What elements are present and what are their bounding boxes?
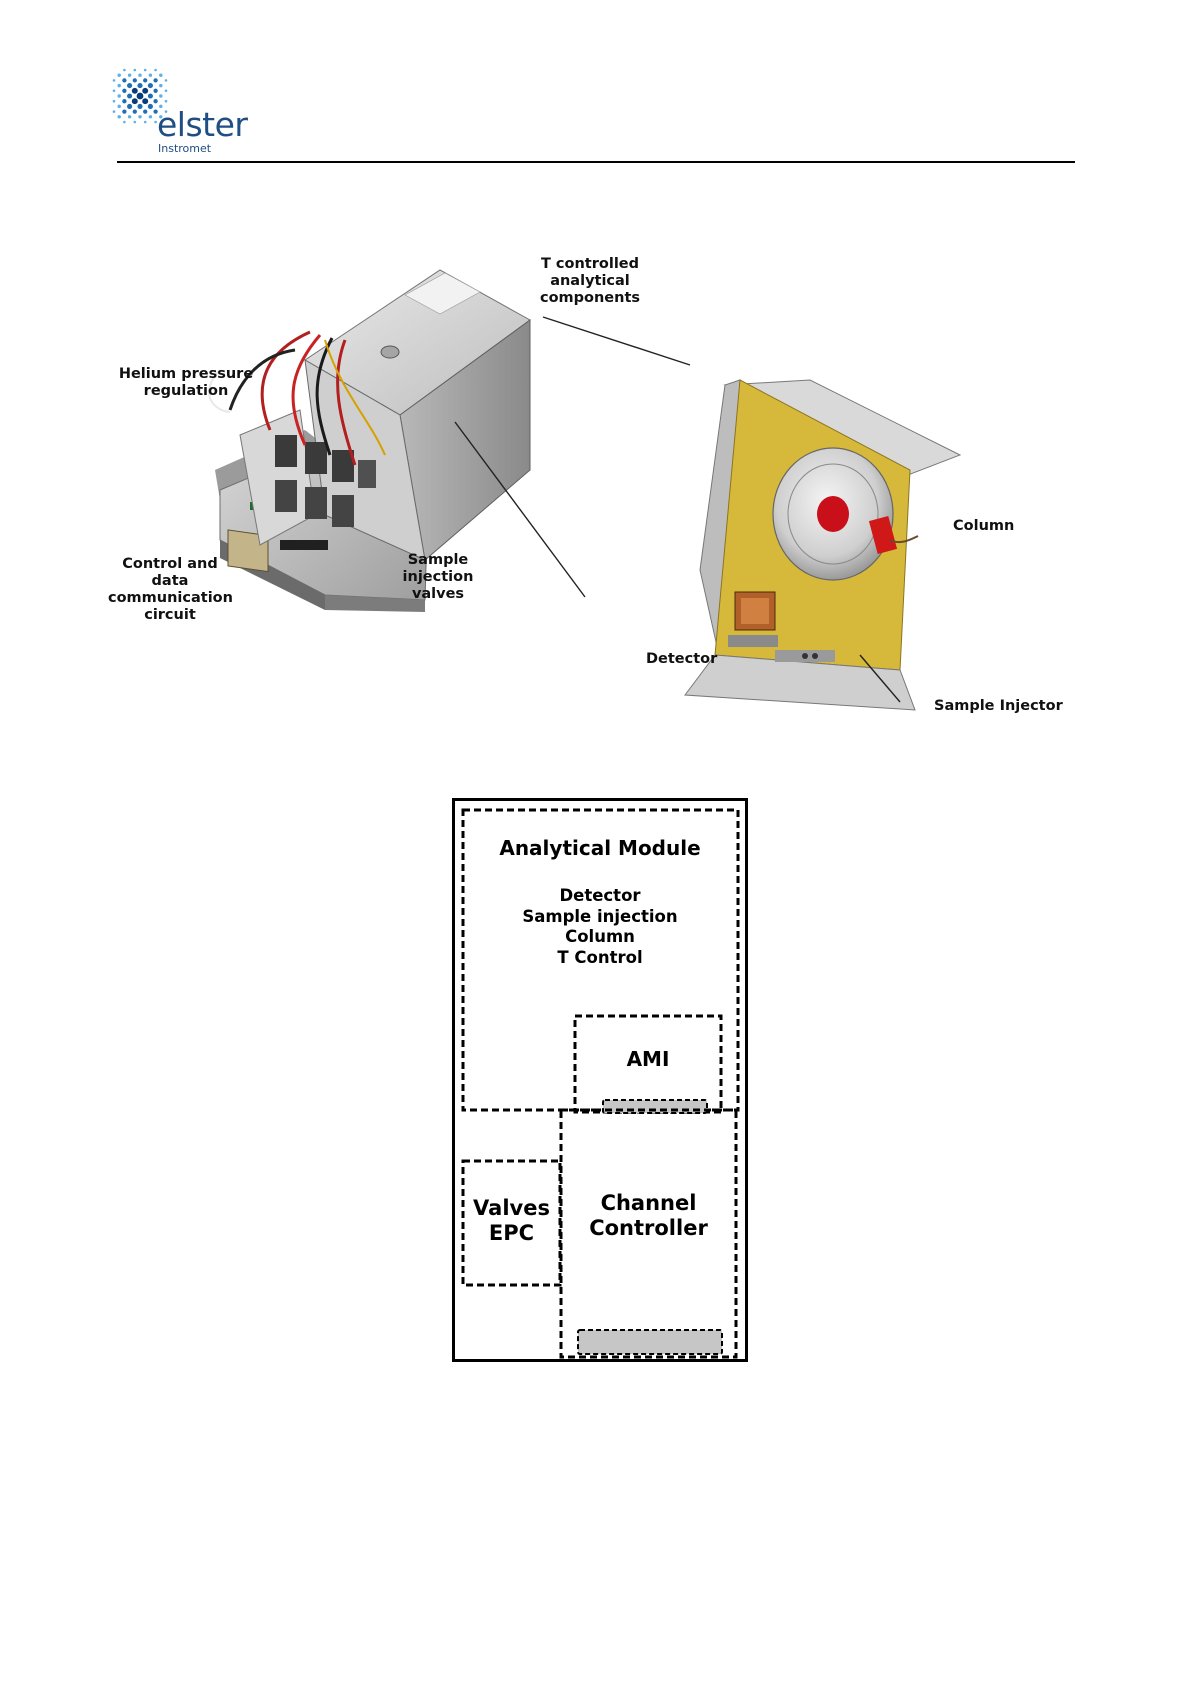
ami-label: AMI [575,1047,721,1071]
label-t-controlled: T controlled analytical components [530,256,650,307]
label-column: Column [953,518,1014,535]
channel-controller-connector [578,1330,722,1354]
label-control-circuit: Control and data communication circuit [108,556,232,624]
analytical-plate [685,380,960,710]
channel-line: Channel [561,1191,736,1216]
item-sample-injection: Sample injection [452,907,748,928]
valves-line: Valves [463,1196,560,1221]
analytical-module-title: Analytical Module [452,836,748,860]
label-detector: Detector [646,651,717,668]
valves-epc-label: Valves EPC [463,1196,560,1246]
analytical-module-items: Detector Sample injection Column T Contr… [452,886,748,968]
epc-line: EPC [463,1221,560,1246]
item-t-control: T Control [452,948,748,969]
outer-frame [454,800,747,1361]
logo-text: elster [157,108,247,141]
channel-controller-label: Channel Controller [561,1191,736,1241]
logo-subtitle: Instromet [158,143,211,154]
controller-line: Controller [561,1216,736,1241]
label-sample-injector: Sample Injector [934,698,1063,715]
label-sample-injection-valves: Sample injection valves [398,552,478,603]
item-detector: Detector [452,886,748,907]
label-helium-pressure: Helium pressure regulation [118,366,254,400]
header-rule [117,161,1075,163]
block-diagram [452,798,748,1362]
item-column: Column [452,927,748,948]
